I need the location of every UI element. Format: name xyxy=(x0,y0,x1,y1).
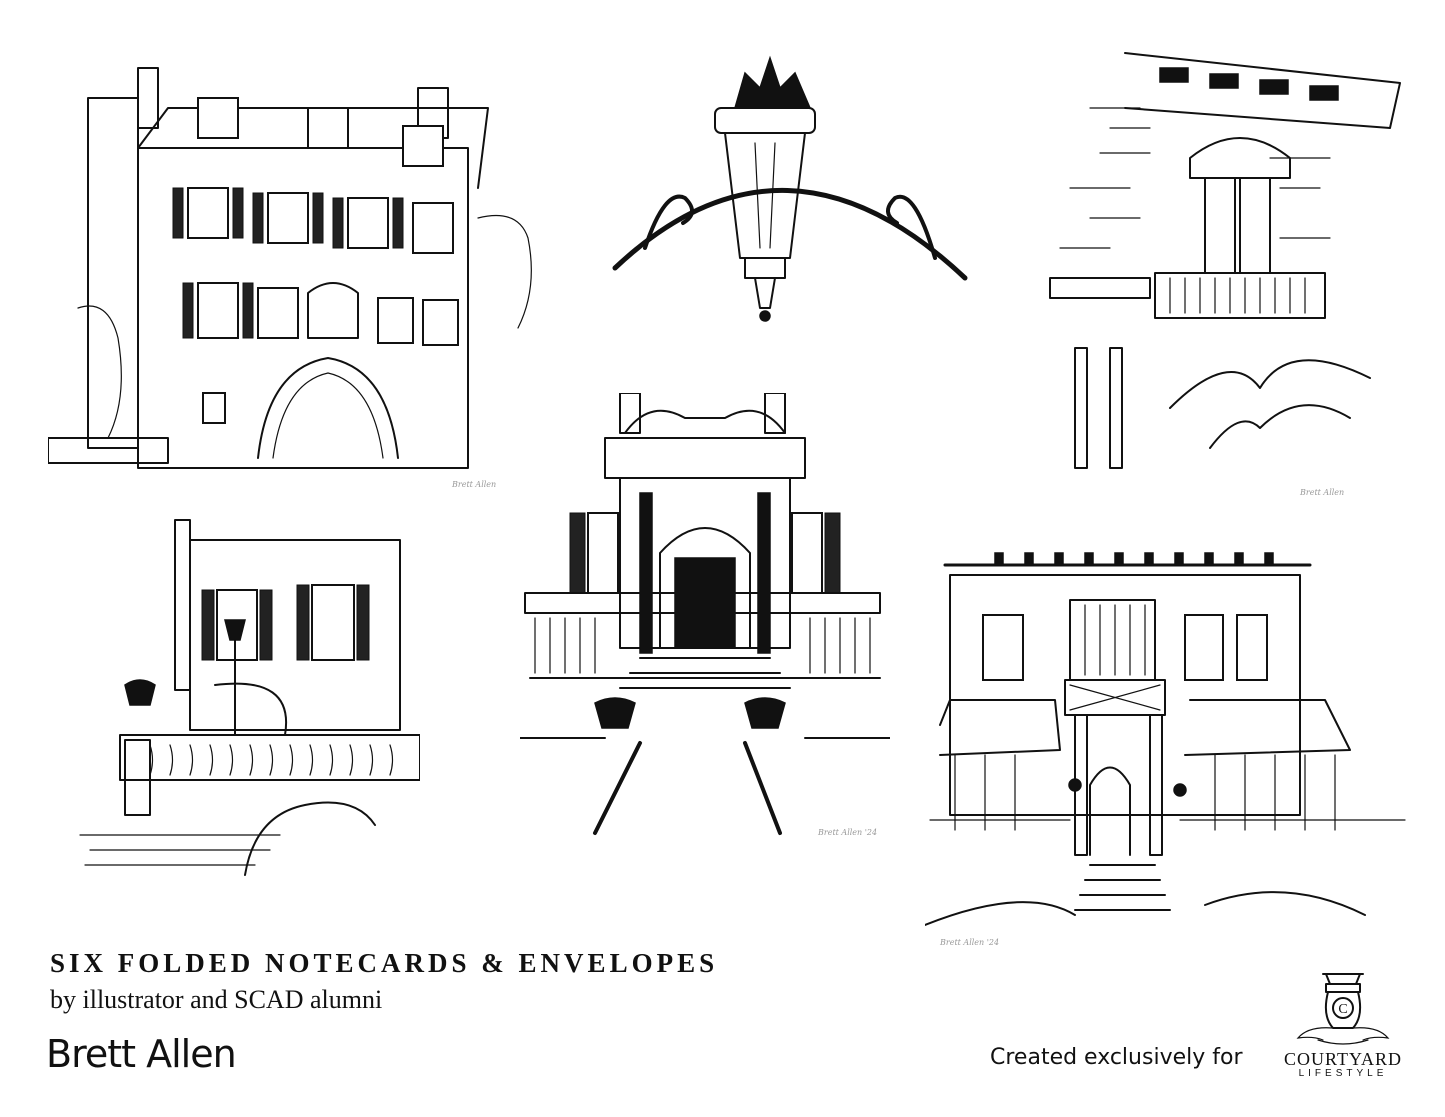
lantern-illustration xyxy=(605,48,975,328)
balcony-illustration xyxy=(1030,48,1410,503)
logo-name: COURTYARD xyxy=(1284,1049,1402,1069)
courtyard-logo: C COURTYARD LIFESTYLE xyxy=(1278,966,1408,1086)
gothic-house-illustration xyxy=(925,545,1410,940)
courtyard-crest-icon: C xyxy=(1296,973,1390,1045)
artist-name: Brett Allen xyxy=(46,1032,237,1076)
product-subtitle: by illustrator and SCAD alumni xyxy=(50,985,383,1014)
signature-6: Brett Allen '24 xyxy=(940,938,1000,947)
logo-tagline: LIFESTYLE xyxy=(1298,1068,1388,1079)
stairway-illustration xyxy=(75,505,420,890)
svg-text:C: C xyxy=(1338,1002,1347,1017)
gated-entrance-illustration xyxy=(520,393,890,848)
signature-3: Brett Allen xyxy=(1300,488,1345,497)
townhouse-illustration xyxy=(48,38,548,478)
product-title: SIX FOLDED NOTECARDS & ENVELOPES xyxy=(50,948,719,978)
signature-5: Brett Allen '24 xyxy=(818,828,878,837)
signature-1: Brett Allen xyxy=(452,480,497,489)
created-for-text: Created exclusively for xyxy=(990,1045,1243,1070)
